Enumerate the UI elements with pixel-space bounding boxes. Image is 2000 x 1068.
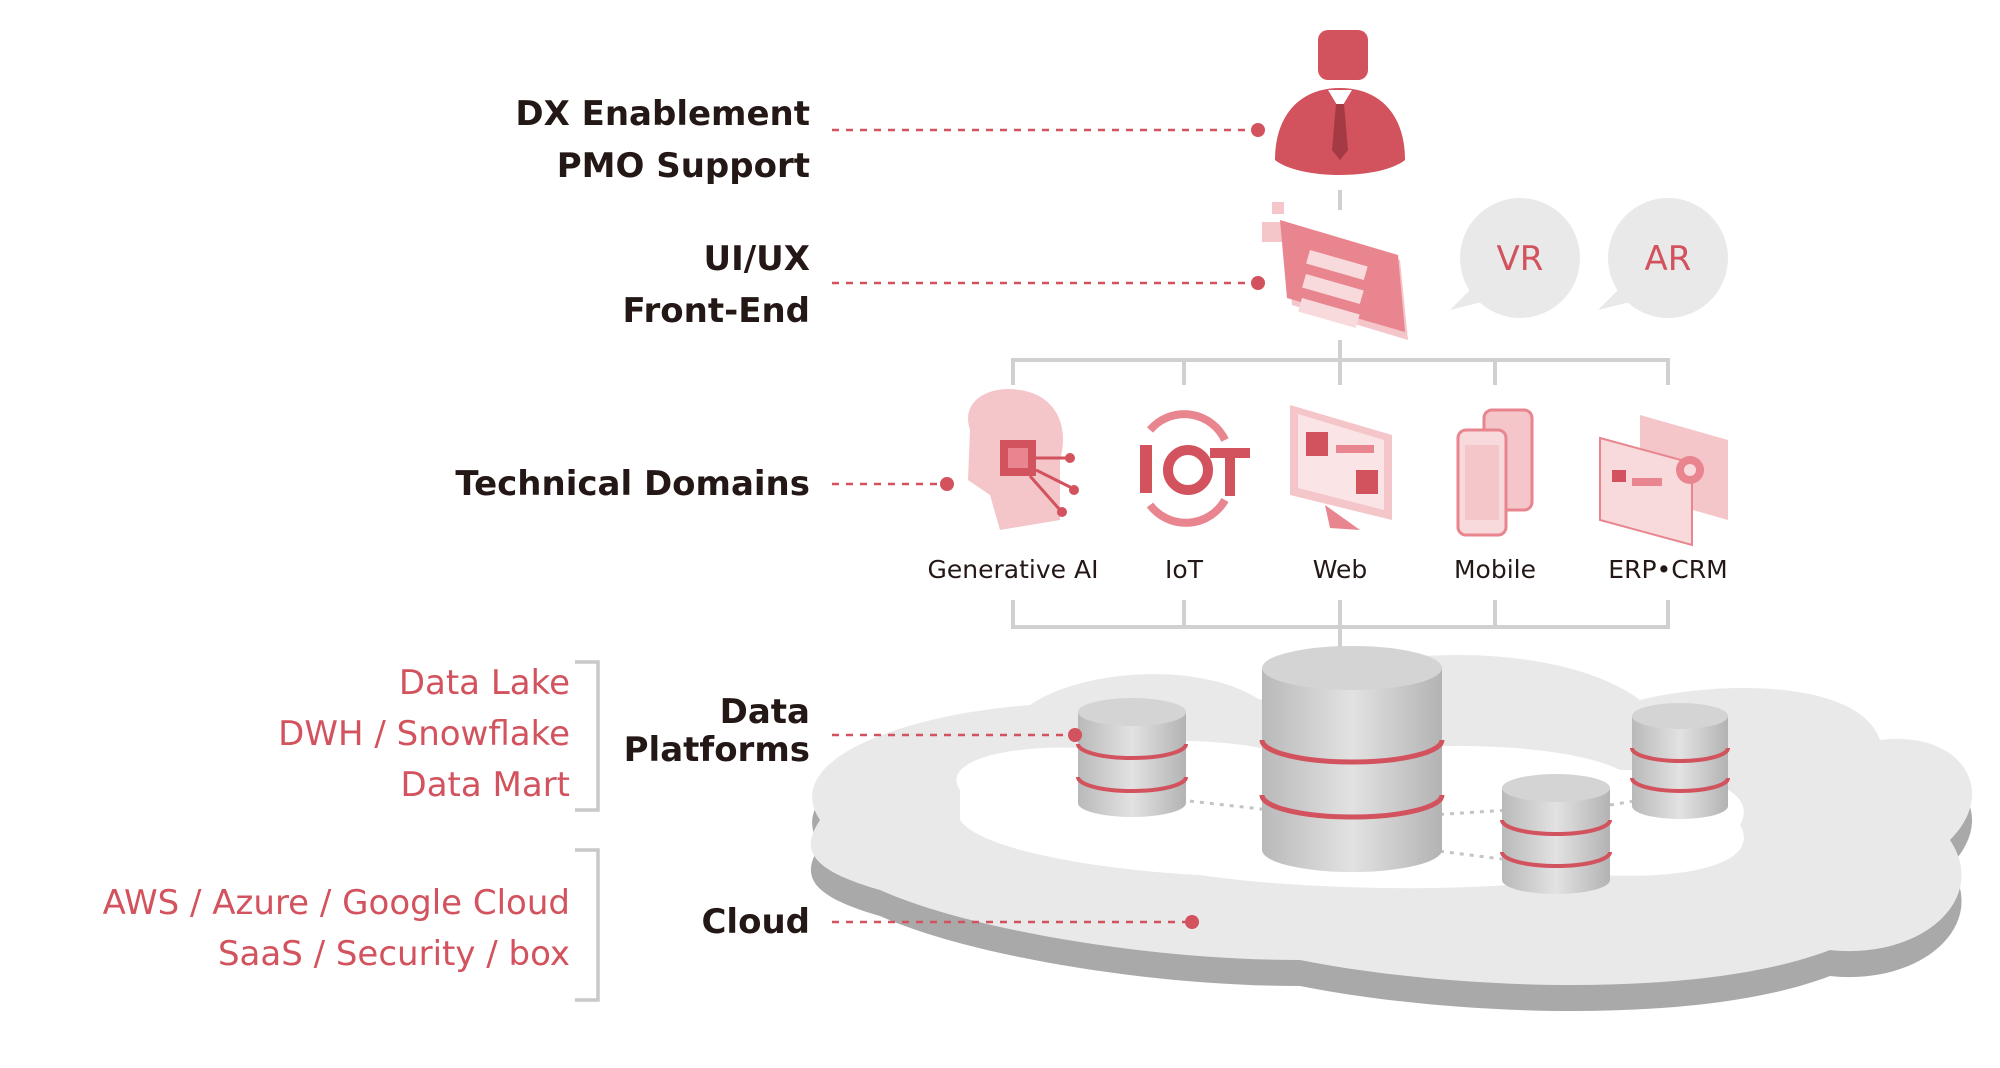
ar-bubble: AR	[1598, 198, 1728, 318]
cloud-label: Cloud	[701, 896, 810, 948]
cloud-example-item: AWS / Azure / Google Cloud	[102, 883, 570, 923]
web-monitor-icon	[1290, 405, 1392, 530]
uiux-label-line1: UI/UX	[703, 239, 811, 279]
data-examples-list: Data Lake DWH / Snowflake Data Mart	[278, 658, 570, 811]
technical-domains-text: Technical Domains	[455, 464, 810, 504]
domain-label-generative-ai: Generative AI	[927, 555, 1099, 584]
cloud-text: Cloud	[701, 902, 810, 942]
data-platforms-line2: Platforms	[623, 730, 810, 770]
leader-lines	[832, 128, 1255, 924]
ar-bubble-label: AR	[1645, 239, 1692, 279]
domain-label-iot: IoT	[1165, 555, 1203, 584]
cloud-example-item: SaaS / Security / box	[217, 934, 570, 974]
database-cylinders	[1076, 646, 1730, 894]
data-platforms-line1: Data	[719, 692, 810, 732]
data-example-item: Data Lake	[398, 663, 570, 703]
brackets	[575, 660, 600, 1002]
data-platforms-label: Data Platforms	[624, 693, 810, 769]
vr-bubble-label: VR	[1497, 239, 1544, 279]
data-example-item: DWH / Snowflake	[278, 714, 570, 754]
dx-enablement-label: DX Enablement PMO Support	[515, 88, 810, 192]
dx-label-line1: DX Enablement	[515, 94, 810, 134]
mobile-phone-icon	[1456, 408, 1534, 537]
data-example-item: Data Mart	[400, 765, 570, 805]
leader-dots	[940, 123, 1265, 929]
domain-label-web: Web	[1312, 555, 1368, 584]
connector-lines	[1011, 190, 1670, 655]
ui-screen-icon	[1262, 202, 1408, 340]
vr-bubble: VR	[1450, 198, 1580, 318]
uiux-label: UI/UX Front-End	[622, 233, 810, 337]
business-person-icon	[1275, 30, 1405, 175]
domain-label-erp-crm: ERP•CRM	[1608, 555, 1728, 584]
technical-domains-label: Technical Domains	[455, 458, 810, 510]
dx-label-line2: PMO Support	[556, 146, 810, 186]
erp-crm-icon	[1599, 415, 1728, 547]
domain-label-mobile: Mobile	[1453, 555, 1537, 584]
uiux-label-line2: Front-End	[622, 291, 810, 331]
cloud-examples-list: AWS / Azure / Google Cloud SaaS / Securi…	[103, 878, 570, 980]
iot-icon	[1140, 410, 1250, 527]
generative-ai-icon	[968, 389, 1079, 530]
